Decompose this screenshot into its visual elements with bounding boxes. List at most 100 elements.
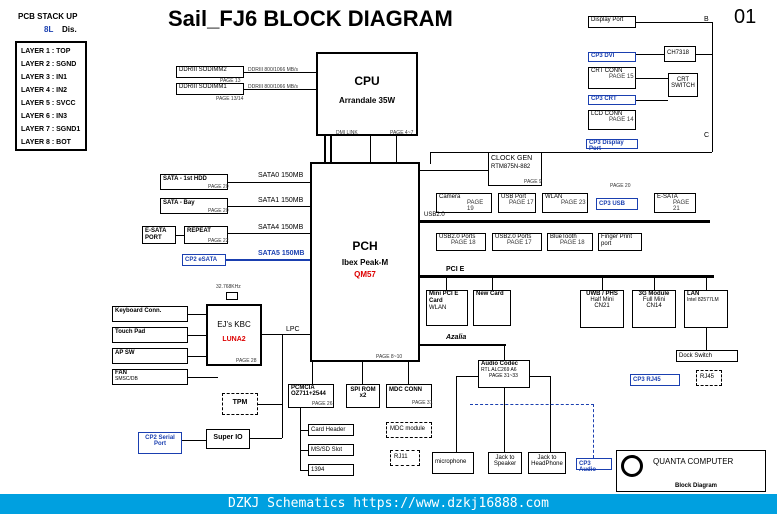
- clock-wire: [420, 170, 488, 171]
- pcmcia-wire: [312, 362, 313, 384]
- fan-label: FAN: [115, 370, 127, 376]
- uwb-cn: CN21: [594, 303, 610, 309]
- rj45-label: RJ45: [700, 374, 715, 380]
- esata-label: E-SATA: [657, 194, 678, 200]
- esata-port-label: E-SATA PORT: [145, 228, 167, 241]
- pch-model: Ibex Peak-M: [341, 258, 389, 267]
- repeat-label: REPEAT: [187, 228, 211, 234]
- sata-hdd-label: SATA - 1st HDD: [163, 176, 207, 182]
- sata-bay-box: SATA - Bay: [160, 198, 228, 214]
- pch-label: PCH: [352, 239, 378, 253]
- pcmcia-page: PAGE 26: [312, 401, 333, 407]
- sata-hdd-box: SATA - 1st HDD: [160, 174, 228, 190]
- sata-bay-label: SATA - Bay: [163, 200, 195, 206]
- fdi-link-1: [370, 136, 371, 162]
- cp2-serial-label: CP2 Serial Port: [145, 435, 175, 447]
- wlan-box: WLAN PAGE 23: [542, 193, 588, 213]
- finger-print-label: Finger Print port: [601, 234, 633, 247]
- codec-spk-v: [504, 388, 505, 452]
- display-label-c: C: [704, 132, 710, 139]
- sata1-label: SATA1 150MB: [258, 197, 304, 204]
- ddr-sodimm1: DDRIII SODIMM1: [176, 83, 244, 95]
- uwb-box: UWB / PHS Half Mini CN21: [580, 290, 624, 328]
- codec-mic-v: [456, 376, 457, 452]
- jack-speaker-label: Jack to Speaker: [493, 455, 517, 467]
- cpu-model: Arrandale 35W: [338, 96, 396, 105]
- bluetooth-page: PAGE 18: [560, 240, 585, 246]
- usb20-ports-a-page: PAGE 18: [451, 240, 476, 246]
- sata5-label: SATA5 150MB: [258, 250, 305, 257]
- brand-name: QUANTA COMPUTER: [653, 457, 734, 466]
- crt-conn-page: PAGE 15: [609, 74, 634, 80]
- keyboard-conn-box: Keyboard Conn.: [112, 306, 188, 322]
- display-label-b: B: [704, 16, 709, 23]
- stackup-layer-8: LAYER 8 : BOT: [21, 139, 71, 146]
- spi-rom-label: SPI ROM x2: [350, 387, 376, 399]
- cpu-label: CPU: [354, 74, 380, 88]
- cp3-audio-label: CP3 Audio: [579, 461, 596, 473]
- usb20-ports-b-label: USB2.0 Ports: [495, 234, 532, 240]
- jack-headphone-box: Jack to HeadPhone: [528, 452, 566, 474]
- esata-port-box: E-SATA PORT: [142, 226, 176, 244]
- ddr-sodimm2: DDRIII SODIMM2: [176, 66, 244, 78]
- super-io-label: Super IO: [213, 434, 243, 441]
- ap-sw-label: AP SW: [115, 350, 135, 356]
- lcd-conn-label: LCD CONN: [591, 111, 623, 117]
- pcie-drop-4: [654, 278, 655, 290]
- cp3-rj45-box: CP3 RJ45: [630, 374, 680, 386]
- ieee-wire: [300, 470, 308, 471]
- uwb-label: UWB / PHS: [586, 291, 618, 297]
- mdc-module-label: MDC module: [390, 426, 426, 432]
- codec-hp-h: [530, 376, 550, 377]
- stackup-layer-4: LAYER 4 : IN2: [21, 87, 68, 94]
- doc-title: Block Diagram: [675, 483, 718, 489]
- usb20-label: USB2.0: [424, 212, 445, 218]
- sata1-wire: [228, 206, 310, 207]
- crt-switch-label: CRT SWITCH: [671, 77, 695, 89]
- azalia-bus: [420, 344, 506, 346]
- rj45-box: RJ45: [696, 370, 722, 386]
- usb-port-label: USB Port: [501, 194, 527, 200]
- codec-hp-v: [550, 376, 551, 452]
- stackup-layer-7: LAYER 7 : SGND1: [21, 126, 81, 133]
- dmi-link-2: [330, 136, 332, 162]
- camera-page: PAGE 19: [467, 200, 484, 212]
- dock-switch-label: Dock Switch: [679, 353, 713, 359]
- pcmcia-trunk: [300, 408, 301, 470]
- azalia-label: Azalia: [446, 334, 467, 341]
- crt-switch-box: CRT SWITCH: [668, 73, 698, 97]
- kbc-crystal: 32.768KHz: [216, 284, 241, 290]
- ch7318-box: CH7318: [664, 46, 696, 62]
- mini-pcie-label: Mini PCI E Card: [429, 291, 459, 304]
- display-wire-ch: [696, 54, 712, 55]
- jack-speaker-box: Jack to Speaker: [488, 452, 522, 474]
- crystal-icon: [226, 292, 238, 300]
- pcie-drop-3: [602, 278, 603, 290]
- sata-hdd-page: PAGE 20: [208, 184, 229, 190]
- pcie-drop-5: [706, 278, 707, 290]
- wlan-label: WLAN: [545, 194, 563, 200]
- lpc-label: LPC: [286, 326, 300, 333]
- display-wire-crt: [636, 78, 668, 79]
- tpm-wire: [258, 404, 282, 405]
- usb20-ports-b: USB2.0 Ports PAGE 17: [492, 233, 542, 251]
- quanta-logo-icon: [621, 455, 643, 477]
- usb-port-box: USB Port PAGE 17: [498, 193, 536, 213]
- ddr-sodimm2-label: DDRIII SODIMM2: [179, 67, 227, 73]
- pcmcia-label: PCMCIA: [291, 385, 315, 391]
- clock-gen-model: RTM875N-882: [491, 164, 531, 170]
- super-io-box: Super IO: [206, 429, 250, 449]
- clock-gen-page: PAGE 9: [524, 179, 542, 185]
- camera-box: Camera PAGE 19: [436, 193, 492, 213]
- stackup-layer-1: LAYER 1 : TOP: [21, 48, 71, 55]
- kbc-wire-tp: [188, 335, 206, 336]
- esata-page: PAGE 21: [673, 200, 690, 212]
- title-block: QUANTA COMPUTER Block Diagram: [616, 450, 766, 492]
- pcie-drop-1: [446, 278, 447, 290]
- audio-codec-label: Audio Codec: [481, 361, 518, 367]
- wlan-page: PAGE 23: [561, 200, 586, 206]
- lan-box: LAN Intel 82577LM: [684, 290, 728, 328]
- microphone-label: microphone: [435, 459, 467, 465]
- pch-block: PCH Ibex Peak-M QM57: [310, 162, 420, 362]
- pch-page: PAGE 8~10: [376, 354, 403, 360]
